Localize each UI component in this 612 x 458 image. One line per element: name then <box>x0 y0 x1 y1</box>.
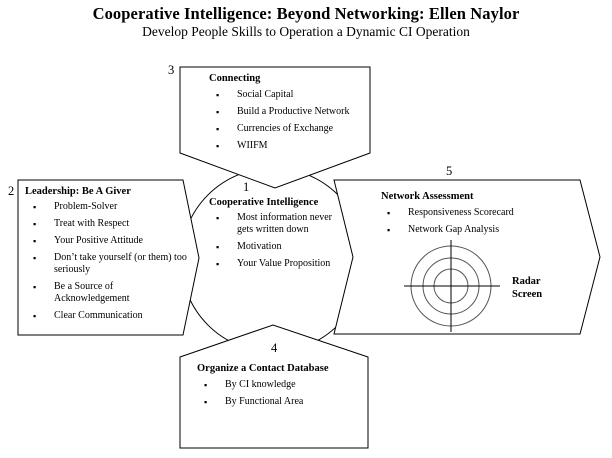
organize-title: Organize a Contact Database <box>197 363 329 374</box>
bullet-icon: ▪ <box>33 202 37 212</box>
list-item: ▪Don’t take yourself (or them) too serio… <box>33 252 187 275</box>
bullet-icon: ▪ <box>33 282 37 292</box>
list-item: ▪Your Value Proposition <box>216 258 331 269</box>
bullet-icon: ▪ <box>204 397 208 407</box>
bullet-icon: ▪ <box>216 90 220 100</box>
bullet-icon: ▪ <box>33 236 37 246</box>
bullet-icon: ▪ <box>216 213 220 223</box>
cooperative-box: Cooperative Intelligence ▪Most informati… <box>209 197 349 275</box>
connecting-list: ▪Social Capital ▪Build a Productive Netw… <box>216 89 359 152</box>
page-title: Cooperative Intelligence: Beyond Network… <box>92 4 520 23</box>
radar-screen-label: Radar Screen <box>512 276 543 300</box>
list-item: ▪Build a Productive Network <box>216 106 350 117</box>
bullet-icon: ▪ <box>387 208 391 218</box>
network-title: Network Assessment <box>381 191 474 202</box>
cooperative-title: Cooperative Intelligence <box>209 197 319 208</box>
bullet-icon: ▪ <box>216 107 220 117</box>
connecting-box: Connecting ▪Social Capital ▪Build a Prod… <box>209 73 359 157</box>
leadership-list: ▪Problem-Solver ▪Treat with Respect ▪You… <box>33 201 189 322</box>
connecting-title: Connecting <box>209 73 261 84</box>
cooperative-list: ▪Most information never gets written dow… <box>216 212 332 270</box>
list-item: ▪Treat with Respect <box>33 218 130 229</box>
organize-shape <box>179 324 369 449</box>
network-box: Network Assessment ▪Responsiveness Score… <box>381 191 561 241</box>
list-item: ▪Clear Communication <box>33 310 143 321</box>
list-item: ▪Problem-Solver <box>33 201 118 212</box>
list-item: ▪Social Capital <box>216 89 294 100</box>
bullet-icon: ▪ <box>387 225 391 235</box>
list-item: ▪Motivation <box>216 241 282 252</box>
organize-list: ▪By CI knowledge ▪By Functional Area <box>204 379 362 408</box>
bullet-icon: ▪ <box>33 253 37 263</box>
leadership-title: Leadership: Be A Giver <box>25 186 131 197</box>
network-list: ▪Responsiveness Scorecard ▪Network Gap A… <box>387 207 561 236</box>
list-item: ▪Your Positive Attitude <box>33 235 143 246</box>
section-number-leadership: 2 <box>8 184 15 198</box>
organize-box: Organize a Contact Database ▪By CI knowl… <box>197 363 362 413</box>
bullet-icon: ▪ <box>216 259 220 269</box>
list-item: ▪Be a Source of Acknowledgement <box>33 281 130 304</box>
bullet-icon: ▪ <box>33 311 37 321</box>
list-item: ▪Currencies of Exchange <box>216 123 334 134</box>
bullet-icon: ▪ <box>216 242 220 252</box>
list-item: ▪Most information never gets written dow… <box>216 212 332 235</box>
list-item: ▪By Functional Area <box>204 396 304 407</box>
leadership-box: Leadership: Be A Giver ▪Problem-Solver ▪… <box>25 186 190 327</box>
section-number-organize: 4 <box>271 341 278 355</box>
bullet-icon: ▪ <box>216 124 220 134</box>
list-item: ▪Network Gap Analysis <box>387 224 500 235</box>
network-shape <box>333 179 601 335</box>
leadership-shape <box>17 179 200 336</box>
list-item: ▪By CI knowledge <box>204 379 296 390</box>
connecting-shape <box>179 66 371 189</box>
section-number-cooperative: 1 <box>243 180 250 194</box>
radar-screen-icon <box>404 240 500 332</box>
bullet-icon: ▪ <box>216 141 220 151</box>
list-item: ▪WIIFM <box>216 140 268 151</box>
section-number-network: 5 <box>446 164 453 178</box>
page-subtitle: Develop People Skills to Operation a Dyn… <box>142 24 470 39</box>
bullet-icon: ▪ <box>33 219 37 229</box>
bullet-icon: ▪ <box>204 380 208 390</box>
section-number-connecting: 3 <box>168 63 175 77</box>
list-item: ▪Responsiveness Scorecard <box>387 207 514 218</box>
